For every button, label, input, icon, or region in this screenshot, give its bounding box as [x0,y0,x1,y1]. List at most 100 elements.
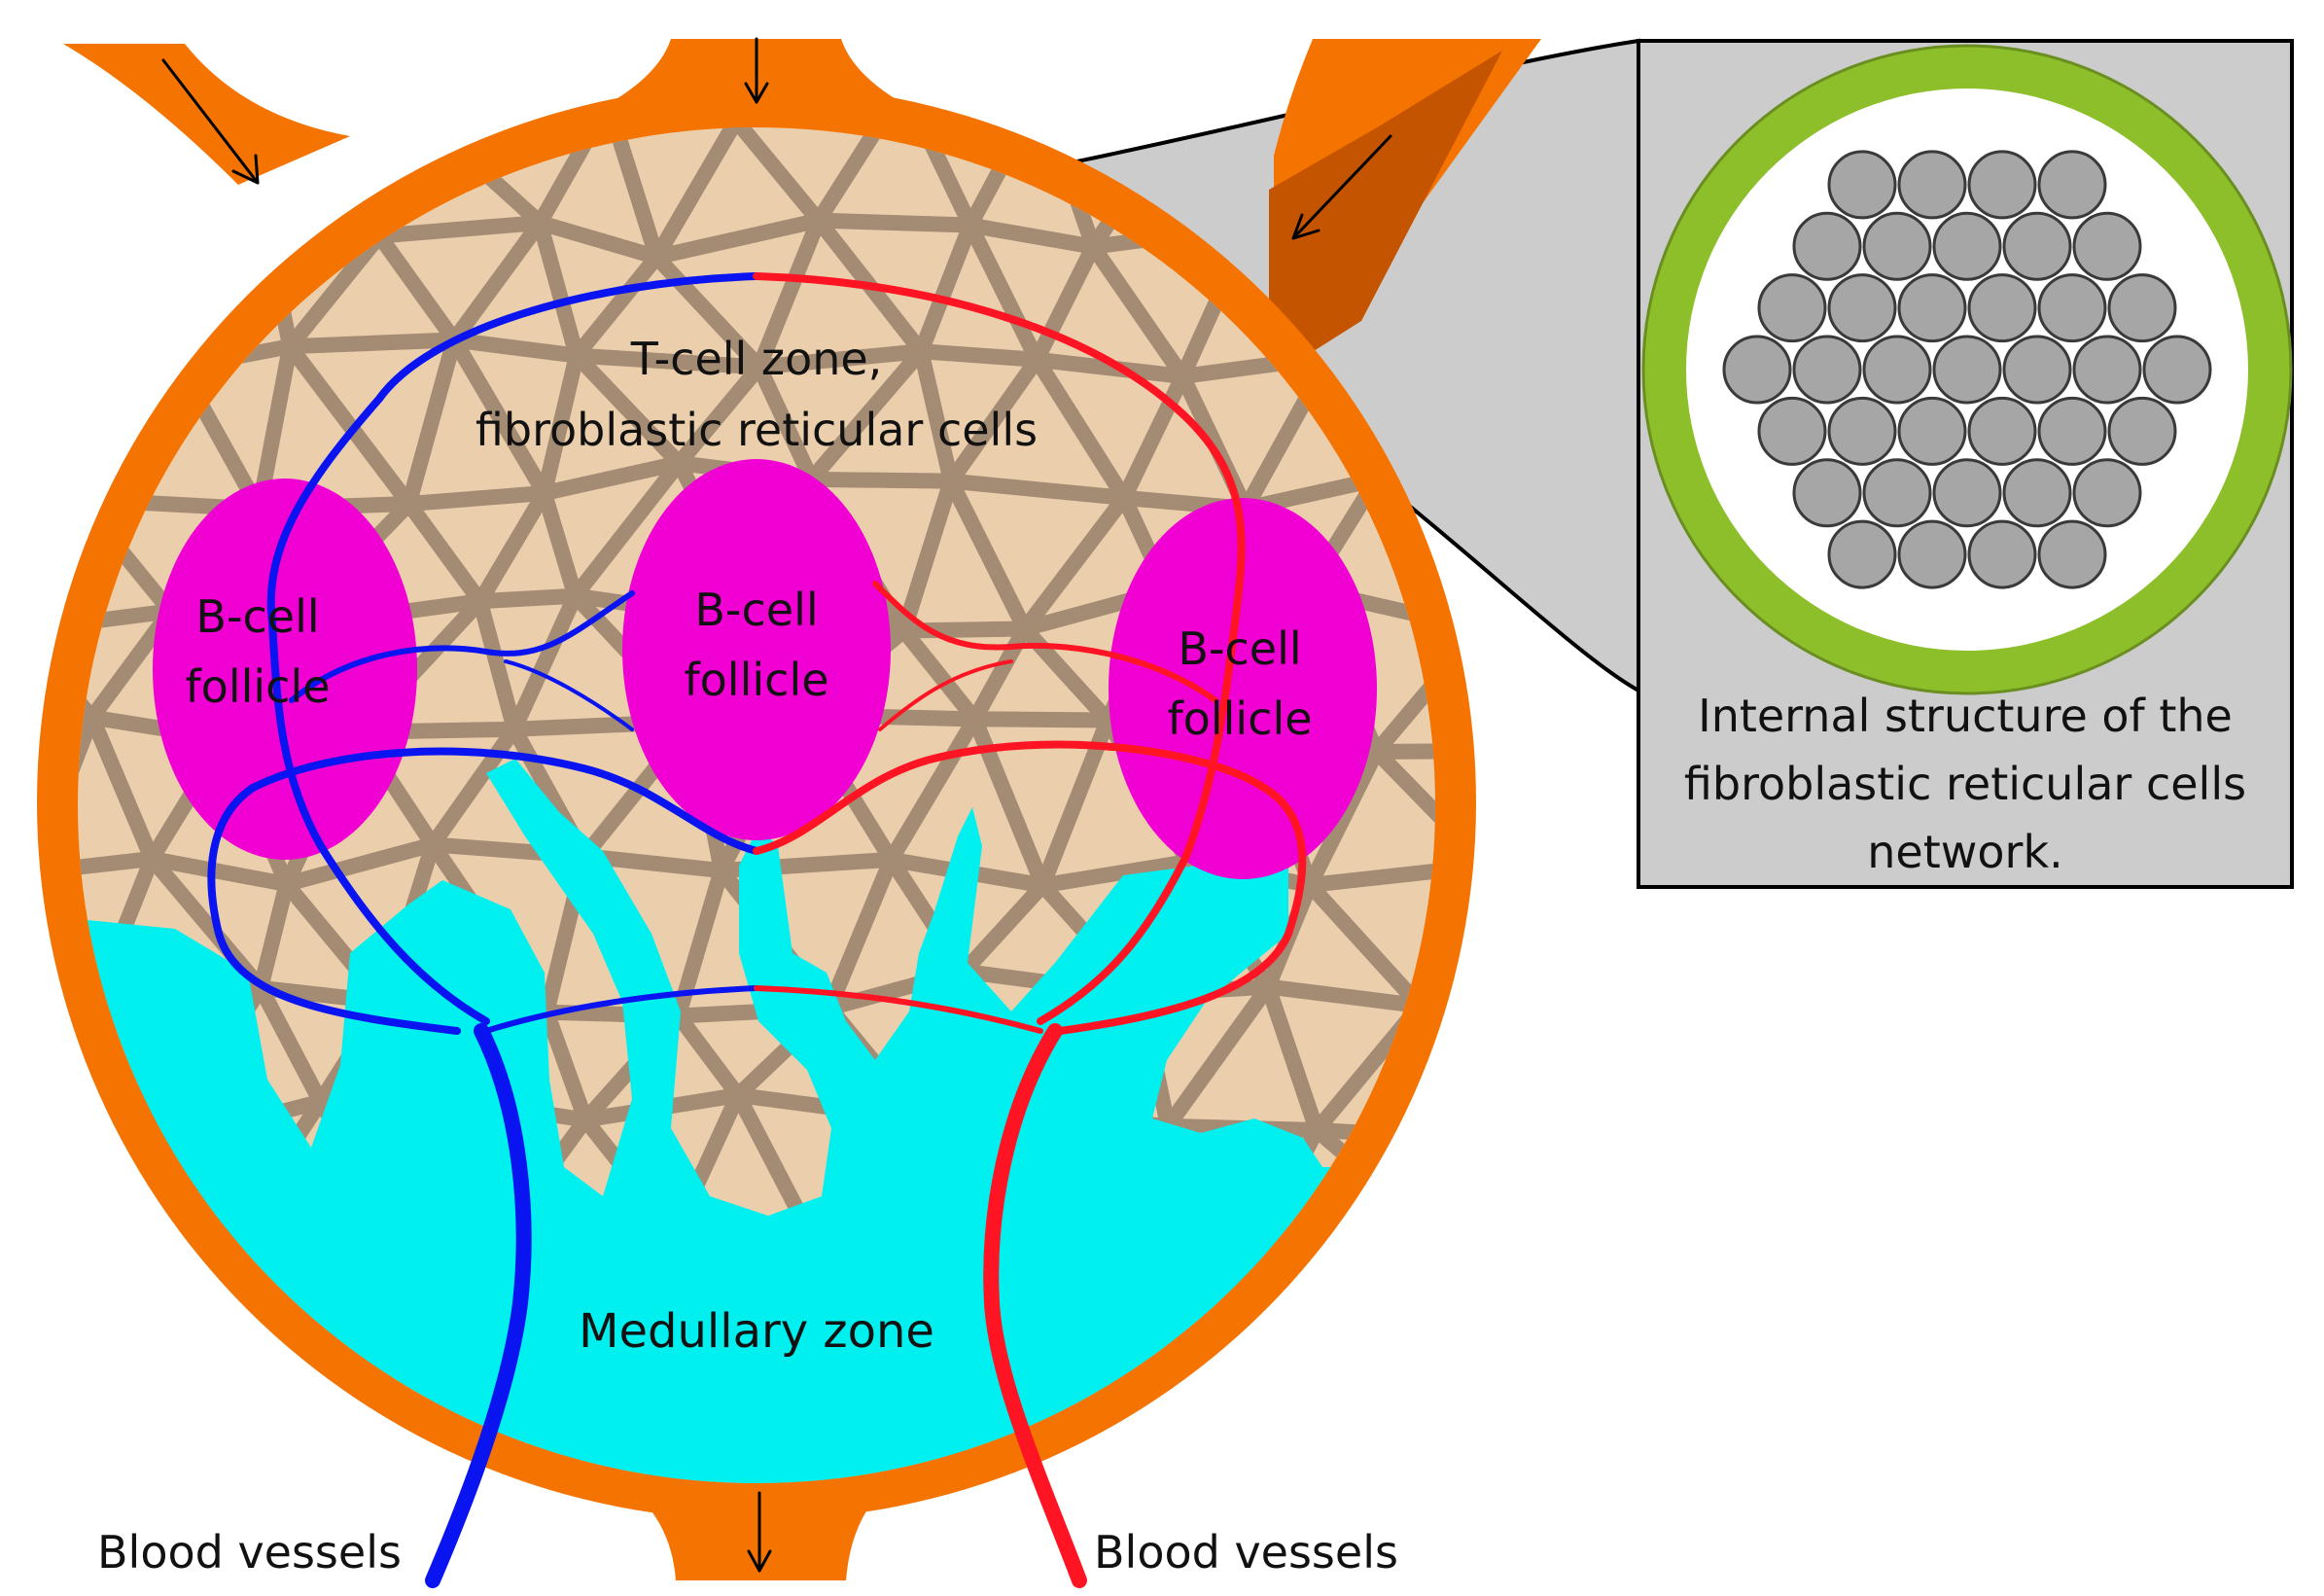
reticular-fiber [1480,629,1548,751]
reticular-fiber [942,473,1133,506]
fiber [2142,335,2212,405]
reticular-fiber [1368,742,1435,760]
reticular-fiber [539,1004,594,1128]
reticular-fiber [751,212,827,375]
reticular-fiber [1488,751,1548,866]
reticular-fiber [568,249,665,364]
reticular-fiber [446,215,548,348]
fiber [1827,396,1897,466]
blood-vessels-label-left: Blood vessels [97,1526,402,1578]
fiber [1757,273,1827,343]
reticular-fiber [424,721,522,853]
reticular-fiber [371,228,463,348]
reticular-fiber [1260,978,1324,1138]
reticular-fiber [942,473,1033,637]
reticular-fiber [78,1472,236,1483]
fiber [1932,211,2002,281]
reticular-fiber [913,343,959,489]
reticular-fiber [1302,743,1385,893]
veins [207,272,760,1588]
reticular-fiber [1570,1499,1699,1509]
reticular-fiber [728,127,827,229]
reticular-fiber [883,711,983,868]
reticular-fiber [278,836,440,893]
reticular-fiber [546,1507,600,1596]
fiber [2002,335,2072,405]
reticular-fiber [506,587,583,737]
reticular-fiber [567,455,687,604]
fiber [1967,519,2037,589]
reticular-fiber [1629,1394,1698,1499]
reticular-fiber [1040,90,1196,94]
reticular-fiber [103,1221,194,1357]
reticular-fiber [1029,238,1102,368]
b-cell-follicle-left [153,479,417,860]
reticular-fiber [917,1503,994,1596]
reticular-fiber [1085,238,1191,384]
reticular-fiber [178,1340,236,1483]
reticular-fiber [1630,1003,1719,1114]
reticular-fiber [1570,1509,1627,1596]
reticular-fiber [649,212,827,266]
fiber [1862,335,1932,405]
reticular-fiber [220,1352,322,1483]
reticular-fiber [1375,1374,1435,1483]
b-cell-follicle-right [1109,498,1377,879]
reticular-fiber [810,212,978,233]
reticular-fiber [1116,368,1191,506]
reticular-fiber [1421,1218,1435,1240]
reticular-fiber [1262,1493,1383,1502]
reticular-fiber [78,223,189,375]
reticular-fiber [282,338,417,513]
reticular-fiber [1466,1138,1545,1231]
reticular-fiber [913,343,1045,368]
arteries [753,272,1307,1588]
reticular-fiber [1016,489,1133,637]
reticular-fiber [1096,1481,1271,1483]
tcell-zone-label: T-cell zone, [630,333,883,385]
inset-caption-line2: fibroblastic reticular cells [1684,758,2246,810]
reticular-fiber [282,332,463,355]
reticular-fiber [577,848,729,879]
arrow-icon [747,1491,772,1573]
arrow-icon [1291,134,1392,240]
b-cell-follicle-center [622,459,891,840]
reticular-fiber [1029,351,1133,506]
fiber [1862,211,1932,281]
medullary-zone-label: Medullary zone [579,1304,934,1359]
reticular-fiber [1466,989,1551,1138]
reticular-fiber [78,1340,194,1391]
reticular-fiber [822,851,899,1016]
reticular-fiber [78,1482,88,1483]
reticular-fiber [1196,1349,1317,1375]
fiber [1897,273,1967,343]
reticular-fiber [751,343,930,375]
reticular-fiber [84,709,160,867]
reticular-fiber [446,332,552,502]
reticular-fiber [1457,1382,1570,1509]
reticular-fiber [1383,1493,1569,1510]
fiber [2072,335,2142,405]
reticular-fiber [299,127,440,133]
reticular-fiber [671,359,767,472]
reticular-fiber [1368,743,1435,873]
collagen-fibers [1722,150,2212,589]
fiber [2037,519,2107,589]
reticular-fiber [942,351,1045,489]
reticular-fiber [1497,1509,1570,1596]
follicle-left-label-2: follicle [185,660,330,713]
follicle-center-label-2: follicle [684,654,828,706]
fiber [1967,396,2037,466]
reticular-fiber [1647,874,1719,1003]
fiber [2002,211,2072,281]
fiber [1792,458,1862,528]
reticular-fiber [1160,978,1277,1134]
reticular-fiber [962,217,1102,255]
fiber [2107,273,2177,343]
reticular-fiber [472,1507,546,1596]
reticular-fiber [649,127,745,266]
reticular-fiber [532,215,665,266]
reticular-fiber [896,127,978,233]
reticular-fiber [1551,989,1719,1003]
